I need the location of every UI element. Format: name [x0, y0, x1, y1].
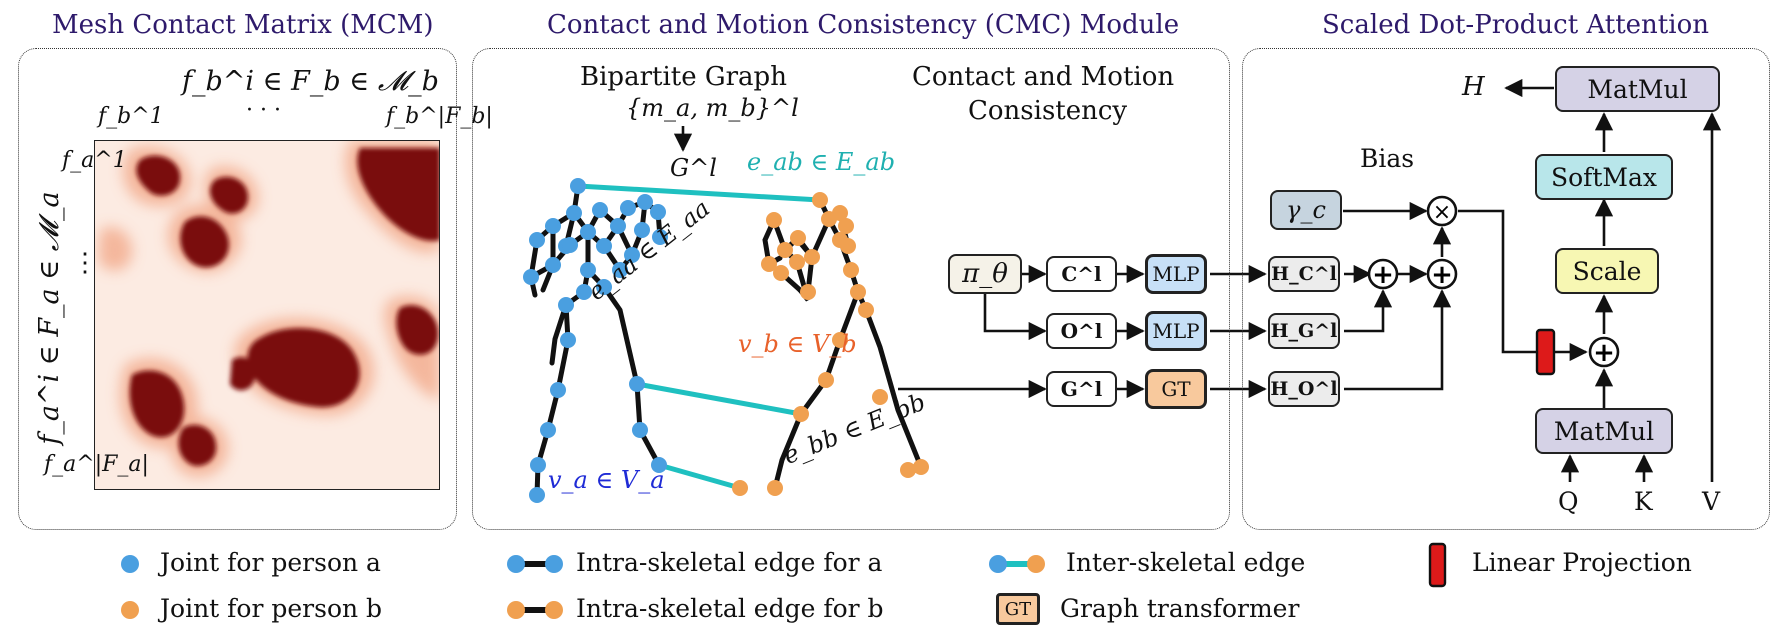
mcm-col-dots: · · · [246, 98, 281, 123]
policy-pi-box: π_θ [948, 254, 1022, 294]
legend-linear-label: Linear Projection [1472, 548, 1692, 577]
joints-a [523, 178, 668, 503]
legend-gt-icon: GT [996, 593, 1040, 625]
matmul-bottom-box: MatMul [1535, 408, 1673, 454]
svg-text:+: + [1372, 260, 1394, 290]
legend-inter-icon [989, 555, 1045, 573]
bipartite-title: Bipartite Graph [580, 62, 787, 92]
v-b-label: v_b ∈ V_b [738, 330, 857, 358]
c-l-box: C^l [1046, 256, 1117, 292]
legend-joint-a-label: Joint for person a [160, 548, 381, 577]
mlp-box-1: MLP [1145, 254, 1207, 294]
mcm-col-first: f_b^1 [98, 104, 164, 129]
plus-op-1: + [1367, 258, 1399, 290]
joints-b [732, 192, 929, 496]
legend-intra-b-icon [507, 601, 563, 619]
gamma-box: γ_c [1270, 190, 1342, 230]
linear-projection-block [1535, 328, 1556, 376]
cmc-title: Contact and Motion Consistency (CMC) Mod… [547, 10, 1180, 40]
mcm-row-dots: ⋮ [72, 248, 98, 278]
svg-text:+: + [1593, 338, 1615, 368]
e-ab-label: e_ab ∈ E_ab [747, 148, 896, 176]
legend-gt-label: Graph transformer [1060, 594, 1300, 623]
operators: + + × + [1367, 195, 1620, 368]
inter-skeletal-edges [577, 183, 821, 491]
mlp-box-2: MLP [1145, 311, 1207, 351]
h-c-box: H_C^l [1268, 256, 1340, 292]
consistency-title-2: Consistency [968, 96, 1128, 126]
mcm-row-first: f_a^1 [62, 148, 127, 173]
consistency-title-1: Contact and Motion [912, 62, 1175, 92]
cmc-arrows [673, 78, 1722, 482]
mcm-title: Mesh Contact Matrix (MCM) [52, 10, 434, 40]
h-o-box: H_O^l [1268, 371, 1340, 407]
pair-label: {m_a, m_b}^l [626, 94, 799, 122]
legend-linear-icon [1428, 542, 1447, 588]
v-a-label: v_a ∈ V_a [548, 466, 665, 494]
legend-inter-label: Inter-skeletal edge [1066, 548, 1306, 577]
mcm-top-label: f_b^i ∈ F_b ∈ 𝓜_b [182, 66, 439, 97]
scale-box: Scale [1555, 248, 1659, 294]
times-op: × [1426, 195, 1458, 227]
legend-intra-b-label: Intra-skeletal edge for b [576, 594, 884, 623]
matmul-top-box: MatMul [1555, 66, 1720, 112]
o-l-box: O^l [1046, 313, 1117, 349]
softmax-box: SoftMax [1535, 154, 1673, 200]
bipartite-skeleton-graph [523, 178, 929, 503]
legend-intra-a-label: Intra-skeletal edge for a [576, 548, 883, 577]
legend-joint-b-label: Joint for person b [160, 594, 383, 623]
mcm-panel [18, 48, 457, 530]
h-output-label: H [1462, 72, 1485, 102]
mcm-col-last: f_b^|F_b| [386, 104, 493, 129]
mcm-row-last: f_a^|F_a| [44, 452, 149, 477]
h-g-box: H_G^l [1268, 313, 1340, 349]
legend-graphics [121, 542, 1447, 619]
graph-label: G^l [670, 154, 717, 182]
legend-joint-b-icon [121, 601, 139, 619]
v-label: V [1702, 487, 1721, 516]
contact-heatmap [94, 140, 440, 490]
legend-intra-a-icon [507, 555, 563, 573]
svg-text:+: + [1431, 260, 1453, 290]
plus-op-3: + [1588, 336, 1620, 368]
svg-text:×: × [1433, 200, 1451, 225]
cmc-panel [472, 48, 1230, 530]
legend-joint-a-icon [121, 555, 139, 573]
attention-title: Scaled Dot-Product Attention [1322, 10, 1709, 40]
q-label: Q [1558, 487, 1579, 516]
k-label: K [1634, 487, 1653, 516]
bias-label: Bias [1360, 144, 1415, 173]
gt-box: GT [1145, 369, 1207, 409]
g-l-box: G^l [1046, 371, 1117, 407]
plus-op-2: + [1426, 258, 1458, 290]
mcm-side-label: f_a^i ∈ F_a ∈ 𝓜_a [34, 191, 65, 445]
attention-panel [1242, 48, 1770, 530]
